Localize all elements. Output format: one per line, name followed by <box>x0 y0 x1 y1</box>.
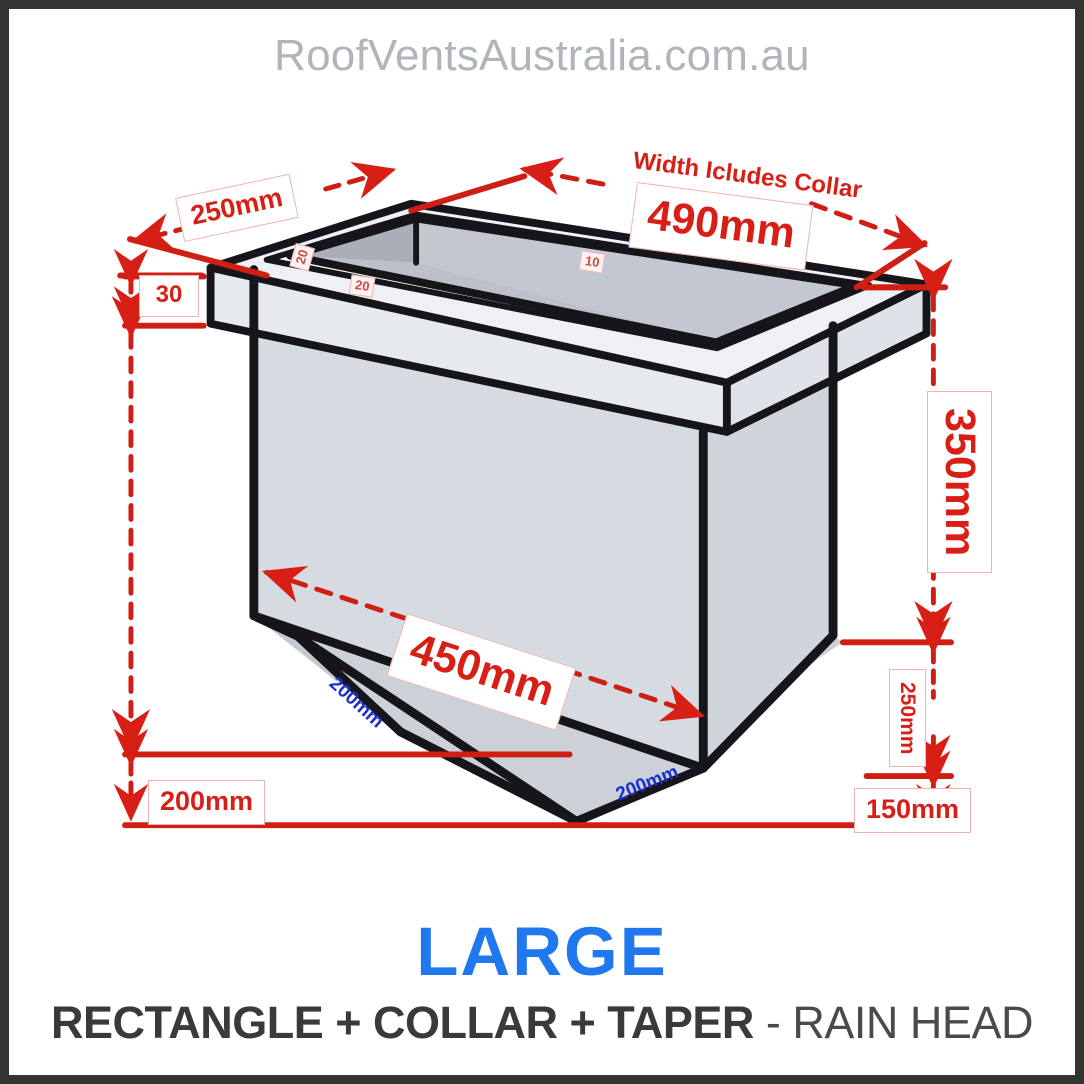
caption-block: LARGE RECTANGLE + COLLAR + TAPER - RAIN … <box>9 917 1075 1045</box>
dimension-collar-height-30: 30 <box>139 275 199 317</box>
product-type-bold: RECTANGLE + COLLAR + TAPER <box>51 997 754 1048</box>
collar-lip-right-10: 10 <box>578 250 606 274</box>
dimension-body-height-350: 350mm <box>927 391 992 574</box>
diagram-stage: RoofVentsAustralia.com.au <box>9 9 1075 1075</box>
dimension-left-total-200: 200mm <box>148 780 266 825</box>
product-type-light: - RAIN HEAD <box>753 997 1034 1048</box>
rain-head-drawing <box>111 157 955 829</box>
watermark-text: RoofVentsAustralia.com.au <box>274 31 810 80</box>
product-type-title: RECTANGLE + COLLAR + TAPER - RAIN HEAD <box>9 1000 1075 1045</box>
collar-flange-front-20: 20 <box>348 274 376 298</box>
dimension-taper-drop-250: 250mm <box>889 669 926 768</box>
product-size-title: LARGE <box>416 913 668 990</box>
dimension-outlet-150: 150mm <box>854 788 972 833</box>
rain-head-solid <box>206 199 931 826</box>
